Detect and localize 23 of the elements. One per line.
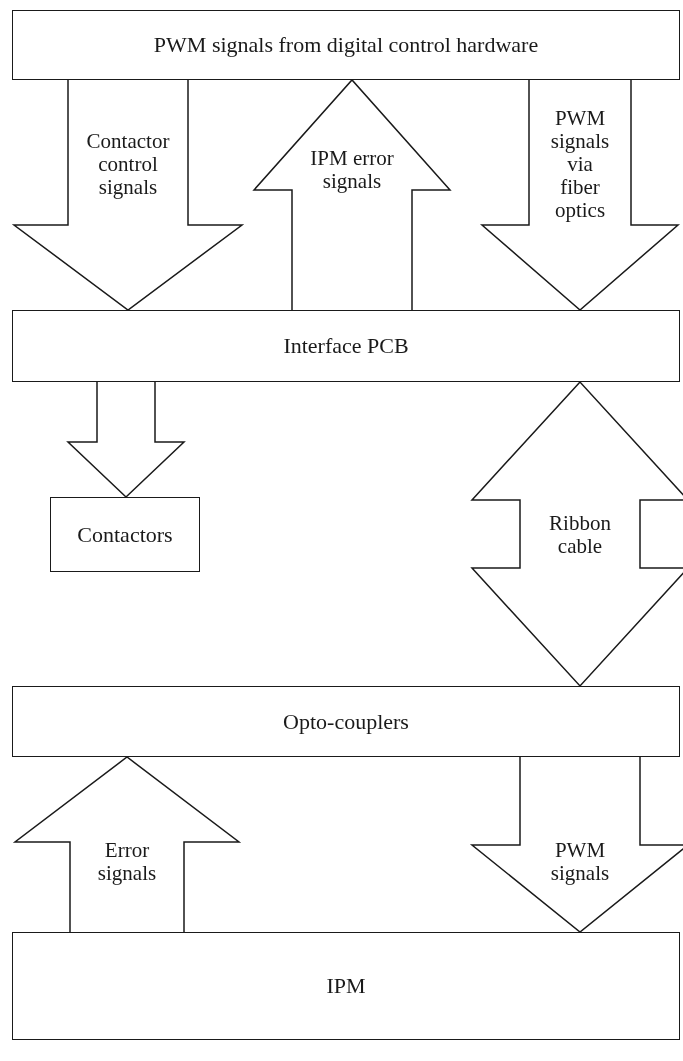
block-arrow	[470, 380, 683, 688]
block-label: Contactors	[77, 521, 173, 548]
block-arrow	[252, 78, 452, 311]
block-label: Opto-couplers	[283, 708, 409, 735]
block-arrow	[469, 756, 683, 933]
edge-label: Ribbon cable	[548, 511, 612, 559]
block-label: PWM signals from digital control hardware	[153, 32, 539, 58]
block-arrow	[11, 79, 245, 311]
edge-label: Contactor control signals	[85, 130, 171, 200]
edge-label: PWM signals	[549, 838, 611, 886]
block-arrow	[12, 756, 242, 933]
block-box	[12, 310, 680, 382]
block-arrow	[66, 381, 186, 499]
block-box	[12, 10, 680, 80]
block-box	[12, 932, 680, 1040]
edge-label: PWM signals via fiber optics	[549, 107, 611, 223]
block-label: Interface PCB	[283, 333, 409, 359]
edge-label: Error signals	[96, 838, 158, 886]
block-box	[50, 497, 200, 572]
block-box	[12, 686, 680, 757]
block-arrow	[480, 79, 680, 311]
edge-label: IPM error signals	[309, 146, 395, 194]
block-label: IPM	[326, 973, 366, 999]
